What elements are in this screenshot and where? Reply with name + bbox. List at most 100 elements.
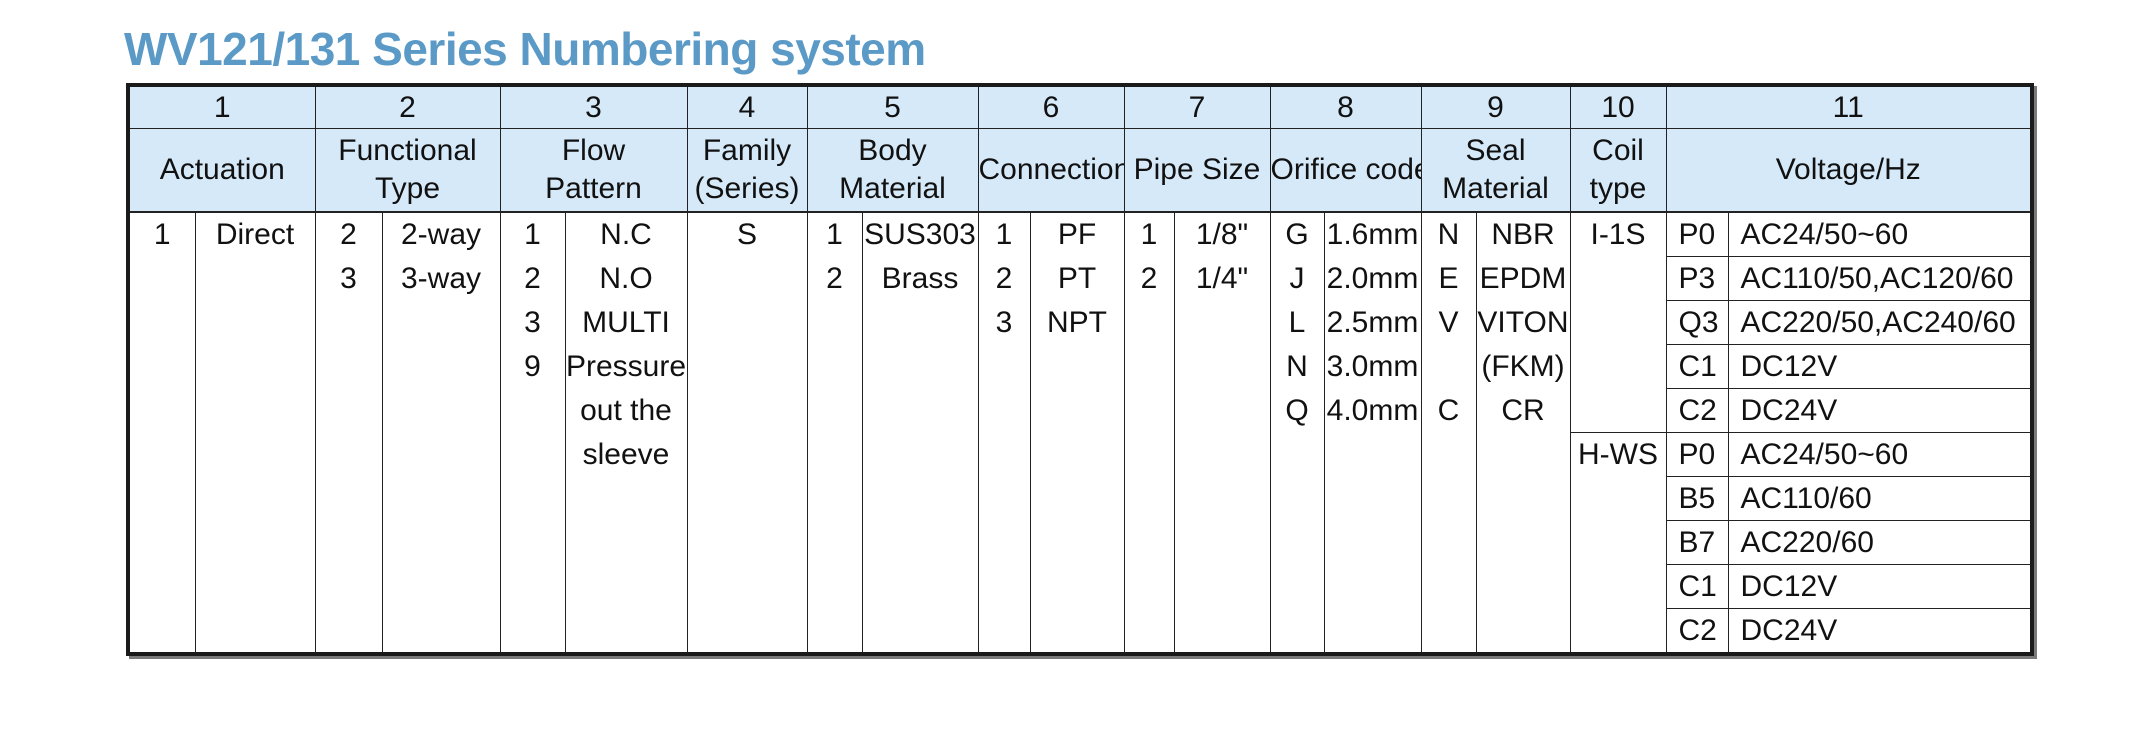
flow-pattern-text: MULTI (564, 300, 688, 345)
actuation-code (127, 256, 196, 301)
body-material-text (861, 608, 979, 654)
voltage-text: DC24V (1727, 608, 2033, 655)
column-label-line: Flow (561, 134, 626, 167)
actuation-code (127, 300, 196, 345)
pipe-size-text: 1/4" (1173, 256, 1271, 301)
pipe-size-text (1173, 564, 1271, 609)
body-material-code (806, 564, 863, 609)
flow-pattern-text: Pressure (564, 344, 688, 389)
body-material-text (861, 300, 979, 345)
column-label-line: Voltage/Hz (1775, 153, 1921, 186)
connection-text (1029, 476, 1125, 521)
orifice-text: 2.0mm (1323, 256, 1422, 301)
functional-type-code (314, 388, 383, 433)
connection-text: NPT (1029, 300, 1125, 345)
orifice-text (1323, 432, 1422, 477)
functional-type-text (381, 608, 501, 654)
connection-code: 3 (977, 300, 1031, 345)
body-material-code (806, 388, 863, 433)
pipe-size-text (1173, 388, 1271, 433)
voltage-code: Q3 (1665, 300, 1729, 345)
pipe-size-text (1173, 608, 1271, 654)
seal-text: (FKM) (1475, 344, 1571, 389)
orifice-code: G (1269, 212, 1325, 257)
connection-code (977, 476, 1031, 521)
connection-text: PF (1029, 212, 1125, 257)
pipe-size-code (1123, 344, 1175, 389)
column-label-line: Type (374, 172, 441, 205)
voltage-text: AC110/60 (1727, 476, 2033, 521)
flow-pattern-code: 2 (499, 256, 566, 301)
pipe-size-code (1123, 564, 1175, 609)
flow-pattern-code: 9 (499, 344, 566, 389)
voltage-code: C1 (1665, 564, 1729, 609)
flow-pattern-text: out the (564, 388, 688, 433)
voltage-text: AC220/50,AC240/60 (1727, 300, 2033, 345)
actuation-text: Direct (194, 212, 316, 257)
seal-code: N (1420, 212, 1477, 257)
column-label: Orifice code (1269, 128, 1422, 213)
column-label-line: (Series) (694, 172, 800, 205)
pipe-size-code (1123, 432, 1175, 477)
voltage-text: DC24V (1727, 388, 2033, 433)
flow-pattern-code (499, 476, 566, 521)
flow-pattern-text: sleeve (564, 432, 688, 477)
body-material-text (861, 432, 979, 477)
family-series (686, 432, 808, 477)
column-number: 3 (499, 84, 688, 129)
connection-code (977, 388, 1031, 433)
pipe-size-code (1123, 520, 1175, 565)
flow-pattern-text (564, 608, 688, 654)
seal-code (1420, 476, 1477, 521)
voltage-text: DC12V (1727, 564, 2033, 609)
column-label: Connection (977, 128, 1125, 213)
column-number: 8 (1269, 84, 1422, 129)
connection-text (1029, 564, 1125, 609)
column-number: 5 (806, 84, 979, 129)
flow-pattern-code (499, 564, 566, 609)
functional-type-text: 3-way (381, 256, 501, 301)
orifice-code (1269, 608, 1325, 654)
voltage-code: B7 (1665, 520, 1729, 565)
family-series (686, 564, 808, 609)
column-number: 2 (314, 84, 501, 129)
voltage-code: C2 (1665, 608, 1729, 655)
coil-type (1569, 388, 1667, 433)
orifice-text (1323, 564, 1422, 609)
column-label: Voltage/Hz (1665, 128, 2033, 213)
connection-text (1029, 432, 1125, 477)
coil-type (1569, 520, 1667, 565)
voltage-code: C1 (1665, 344, 1729, 389)
actuation-code (127, 520, 196, 565)
seal-text (1475, 564, 1571, 609)
pipe-size-text (1173, 432, 1271, 477)
pipe-size-text (1173, 344, 1271, 389)
column-number: 7 (1123, 84, 1271, 129)
voltage-text: AC24/50~60 (1727, 212, 2033, 257)
seal-text (1475, 608, 1571, 654)
connection-text (1029, 388, 1125, 433)
body-material-code: 1 (806, 212, 863, 257)
voltage-text: DC12V (1727, 344, 2033, 389)
connection-text: PT (1029, 256, 1125, 301)
orifice-code: N (1269, 344, 1325, 389)
flow-pattern-code: 3 (499, 300, 566, 345)
actuation-text (194, 344, 316, 389)
column-number: 1 (127, 84, 316, 129)
coil-type (1569, 300, 1667, 345)
column-number: 6 (977, 84, 1125, 129)
pipe-size-text: 1/8" (1173, 212, 1271, 257)
actuation-code (127, 432, 196, 477)
column-label-line: type (1589, 172, 1647, 205)
column-number: 11 (1665, 84, 2033, 129)
family-series (686, 256, 808, 301)
actuation-text (194, 608, 316, 654)
seal-code: E (1420, 256, 1477, 301)
connection-code: 1 (977, 212, 1031, 257)
